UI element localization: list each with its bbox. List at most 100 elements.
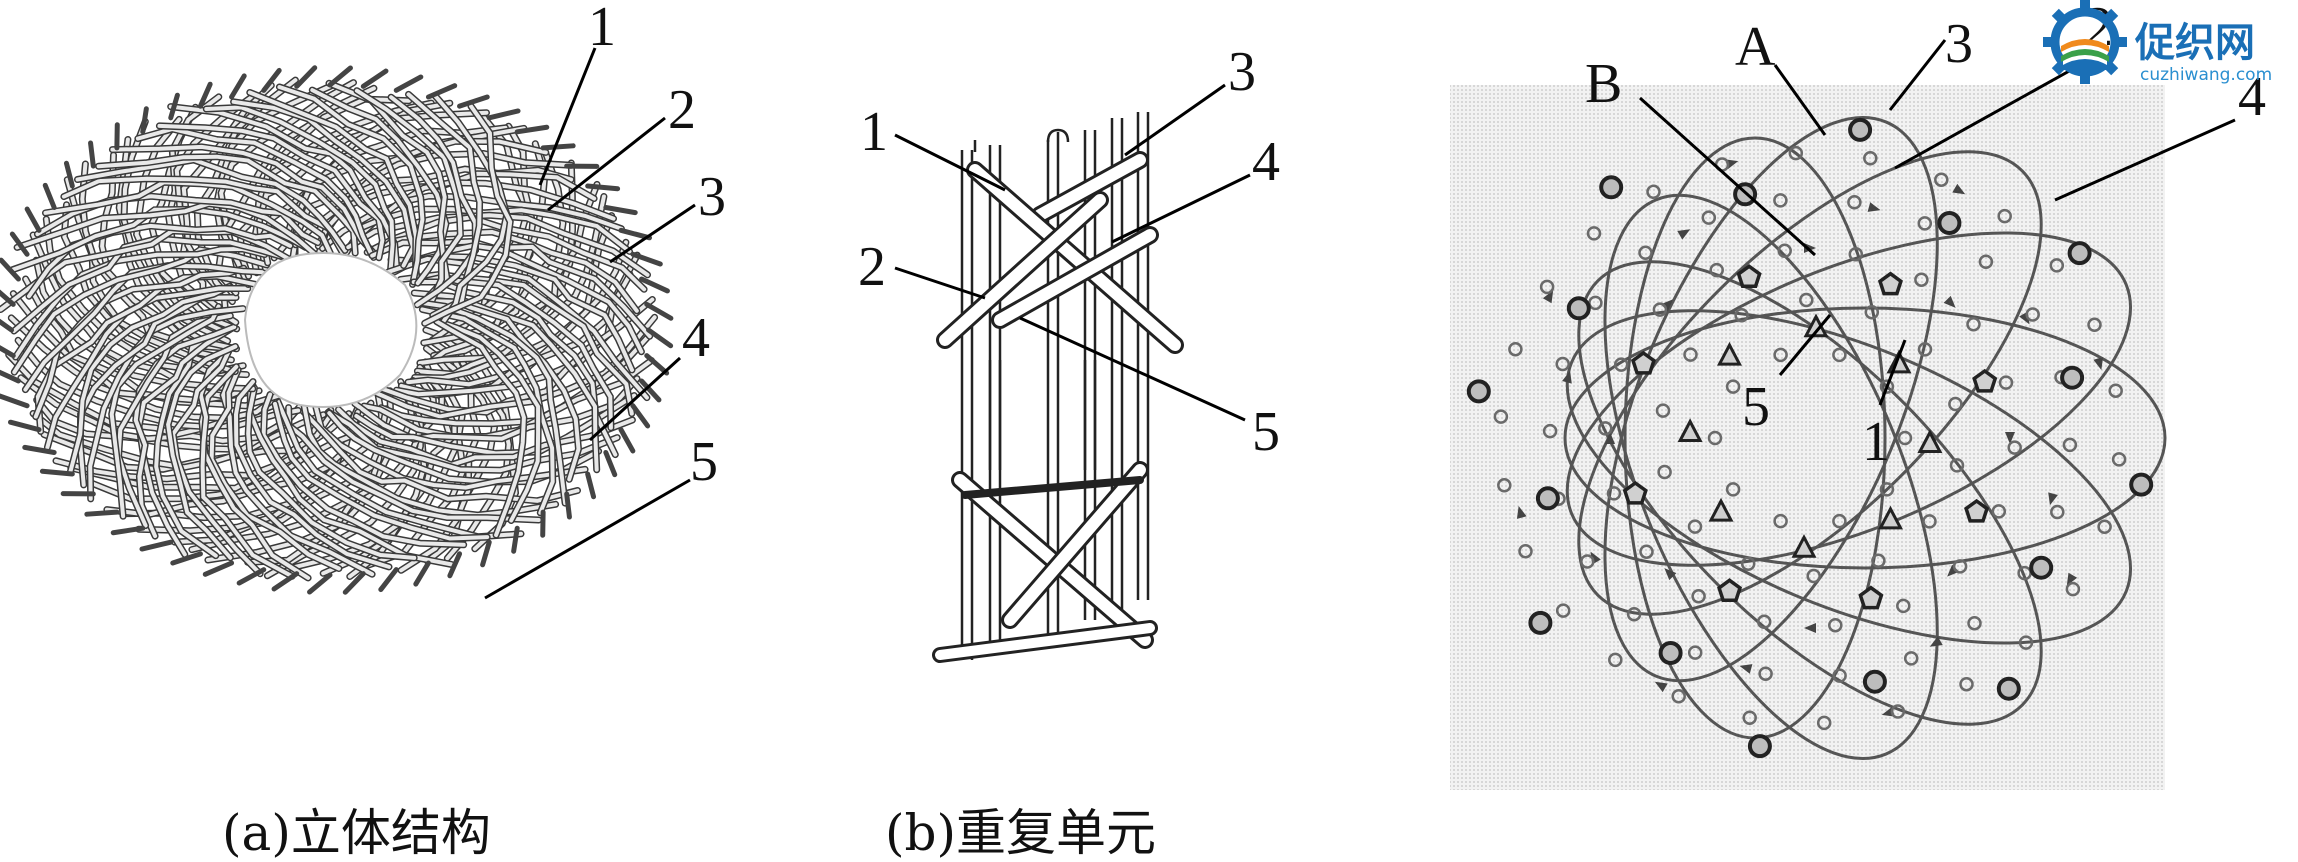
axial-yarn-position [2108, 383, 2123, 398]
track-direction-arrow [1804, 243, 1816, 253]
carrier-track [1563, 306, 2167, 570]
axial-yarn-position [1518, 543, 1533, 559]
leader-b-5 [1019, 316, 1246, 422]
tube-fiber [13, 246, 267, 359]
tube-fiber-end [480, 539, 492, 568]
axial-yarn-position [2087, 317, 2102, 333]
leader-a-2 [547, 116, 666, 212]
axial-yarn-position [1897, 430, 1913, 446]
leader-c-B [1638, 96, 1817, 257]
axial-yarn-position [1586, 226, 1602, 241]
tube-fiber [116, 313, 233, 528]
track-direction-arrow [2005, 432, 2015, 444]
tube-fiber-end [0, 318, 14, 333]
panel-a-leaders [484, 47, 696, 600]
tube-fiber-end [0, 393, 30, 409]
axial-yarn-position [1922, 514, 1937, 529]
axial-yarn-position [1879, 379, 1895, 394]
tube-fiber [273, 401, 490, 541]
panel-c: A B 3 2 4 5 1 [1450, 0, 2266, 790]
tube-fiber-end [140, 106, 149, 135]
axial-yarn-position [1991, 504, 2007, 519]
tube-fiber [433, 318, 541, 523]
tube-fiber [135, 126, 374, 258]
yarn-carrier [1528, 610, 1553, 635]
track-direction-arrow [2066, 572, 2078, 586]
tube-fiber [43, 180, 334, 258]
tube-fiber-end [39, 468, 75, 477]
axial-yarn-position [1613, 357, 1629, 372]
yarn-carrier [1937, 211, 1962, 235]
axial-yarn-position [1828, 617, 1843, 633]
yarn-carrier [1862, 669, 1887, 694]
tube-fiber-end [413, 560, 431, 587]
tube-fiber [365, 215, 647, 292]
tube-fiber [96, 154, 358, 255]
tube-fiber [248, 387, 454, 567]
tube-fiber [432, 93, 509, 324]
axial-yarn-position [1799, 292, 1814, 308]
axial-yarn-position [1890, 704, 1906, 719]
tube-fiber [157, 123, 385, 260]
axial-yarn-position [2025, 307, 2040, 322]
tube-fiber [286, 405, 541, 522]
label-b-2: 2 [858, 236, 886, 298]
tube-fiber-end [22, 444, 57, 455]
label-b-3: 3 [1228, 41, 1256, 103]
tube-fiber-end [84, 509, 120, 517]
tube-fiber [61, 176, 348, 261]
tube-fiber [422, 104, 513, 326]
label-a-5: 5 [690, 431, 718, 493]
tube-fiber-end [24, 206, 42, 233]
tube-fiber [12, 236, 284, 333]
axial-yarn-position [1608, 652, 1623, 668]
pentagon-carrier [1717, 578, 1743, 602]
axial-yarn-position [1539, 279, 1555, 295]
tube-fiber [136, 326, 234, 557]
tube-fiber-end [342, 571, 366, 595]
tube-fiber-end [644, 353, 670, 376]
label-a-4: 4 [682, 307, 710, 369]
tube-fiber-end [585, 471, 597, 500]
tube-fiber [233, 379, 391, 569]
axial-yarn-position [1740, 556, 1756, 572]
yarn-carrier [1599, 175, 1624, 200]
leader-b-4 [1111, 173, 1251, 244]
axial-yarn-position [1967, 615, 1982, 631]
tube-fiber [109, 304, 221, 519]
axial-yarn-position [1773, 513, 1788, 529]
label-c-A: A [1735, 16, 1776, 78]
axial-yarn-position [1756, 614, 1772, 630]
yarn-carrier [1466, 379, 1491, 404]
tube-fiber [68, 284, 232, 474]
axial-yarn-position [1734, 307, 1749, 323]
tube-fiber-end [585, 183, 621, 192]
leader-a-4 [588, 356, 682, 442]
yarn-carrier [1658, 641, 1683, 665]
leader-c-1 [1878, 339, 1907, 406]
yarn-carrier [1996, 676, 2021, 701]
leader-b-3 [1124, 83, 1226, 157]
axial-yarn-position [1816, 715, 1832, 731]
tube-fiber [336, 407, 635, 468]
axial-yarn-position [1832, 513, 1847, 529]
track-direction-arrow [1929, 636, 1943, 647]
tube-fiber [75, 157, 347, 253]
pentagon-carrier [1972, 368, 1998, 393]
axial-yarn-position [1998, 375, 2014, 390]
axial-yarn-position [1493, 409, 1509, 424]
carrier-track [1603, 116, 1939, 683]
label-a-2: 2 [668, 79, 696, 141]
tube-fiber [15, 201, 323, 262]
carrier-track [1577, 150, 2043, 616]
axial-yarn-position [1555, 603, 1571, 618]
tube-fiber-end [646, 327, 674, 349]
tube-fiber [110, 144, 377, 256]
axial-yarn-position [1707, 430, 1723, 446]
axial-yarn-position [2111, 452, 2127, 467]
tube-fiber-end [540, 143, 576, 151]
tube-fiber [209, 367, 341, 571]
logo-name: 促织网 [2134, 20, 2255, 66]
tube-fiber-end [630, 403, 651, 429]
panel-b: 1 2 3 4 5 (b)重复单元 [858, 41, 1280, 862]
